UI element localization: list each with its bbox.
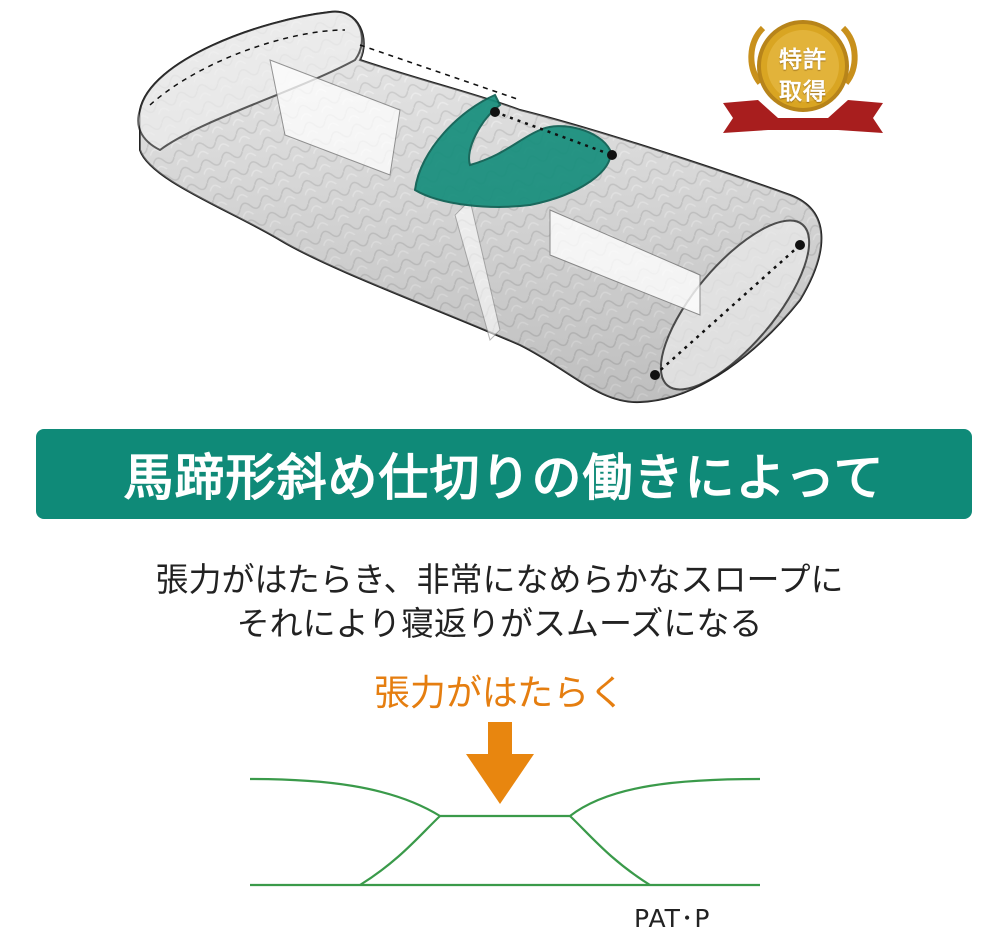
headline-banner: 馬蹄形斜め仕切りの働きによって: [36, 429, 972, 519]
right-slope-line: [569, 815, 651, 886]
patent-badge: 特許 取得: [718, 8, 888, 138]
down-arrow-icon: [466, 722, 534, 804]
badge-line-2: 取得: [779, 79, 827, 105]
top-profile-line: [249, 777, 761, 818]
patent-mark: PAT･P: [634, 904, 711, 933]
medal-icon: [723, 20, 883, 133]
description-line-1: 張力がはたらき、非常になめらかなスロープに: [155, 560, 844, 599]
pillow-illustration: [137, 10, 823, 404]
badge-line-1: 特許: [779, 47, 827, 73]
description-line-2: それにより寝返りがスムーズになる: [236, 604, 763, 643]
headline-title: 馬蹄形斜め仕切りの働きによって: [123, 449, 885, 507]
left-slope-line: [359, 815, 441, 886]
tension-label: 張力がはたらく: [373, 673, 626, 714]
cross-section-diagram: [249, 722, 761, 887]
